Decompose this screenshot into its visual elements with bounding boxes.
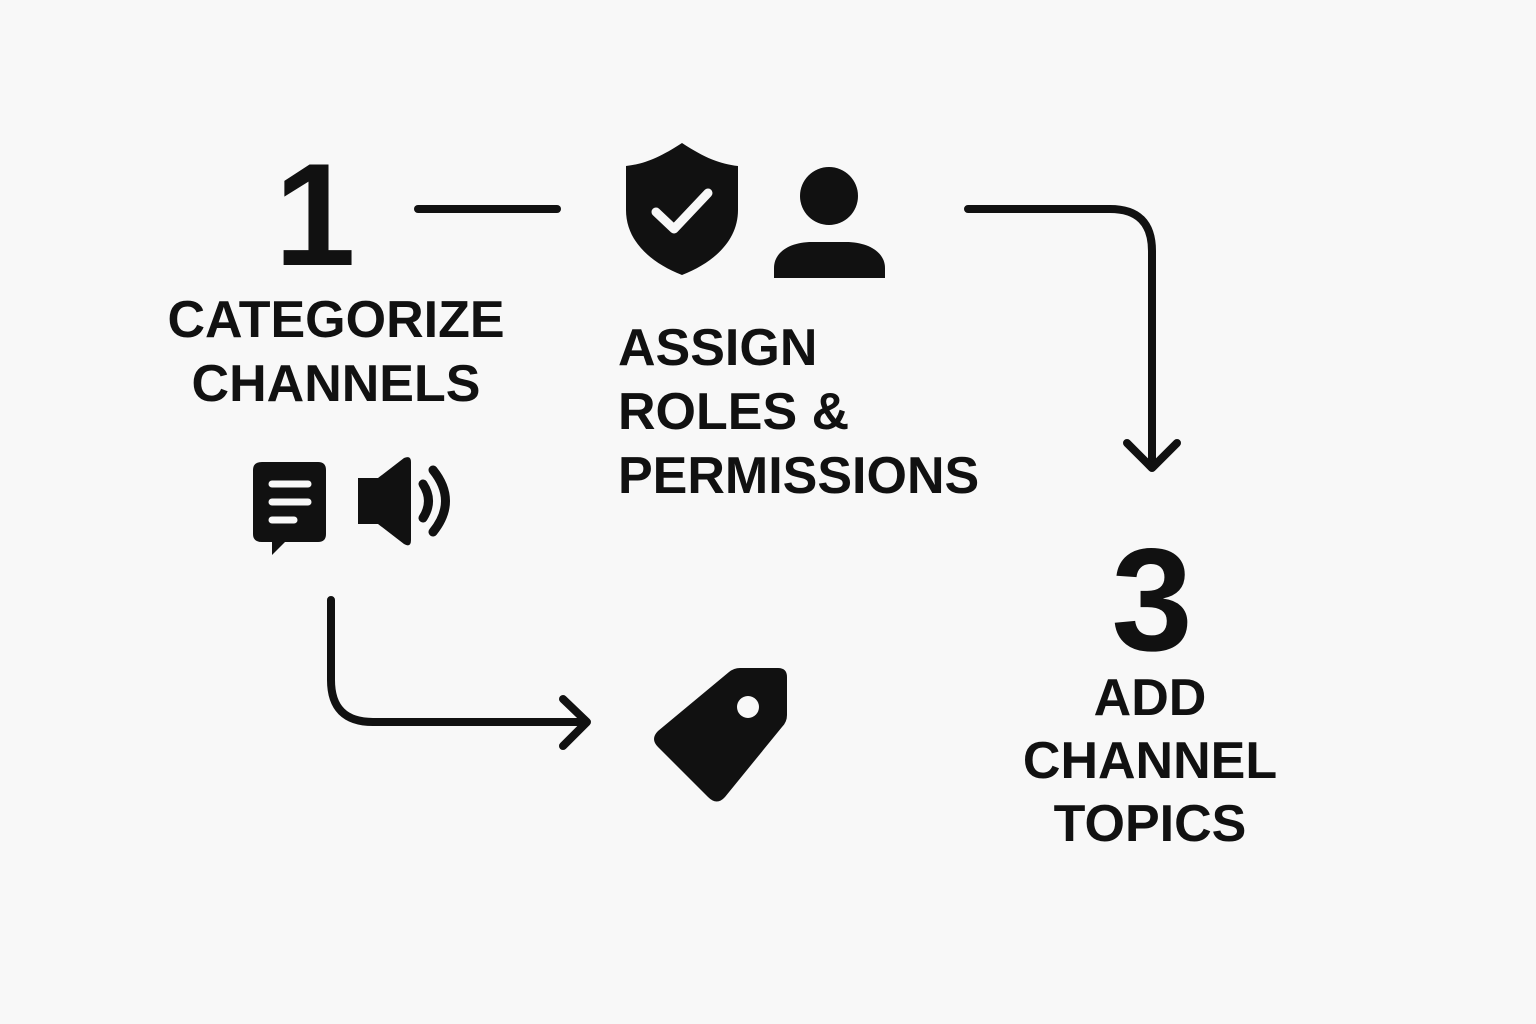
tag-icon — [654, 668, 787, 802]
step-3-label-line-2: CHANNEL — [1022, 732, 1278, 790]
step-1-label-line-2: CHANNELS — [191, 355, 481, 413]
user-icon — [774, 167, 885, 278]
chat-icon — [253, 462, 326, 555]
step-2-label-line-2: ROLES & — [618, 383, 850, 441]
arrow-2-to-3 — [964, 205, 1156, 470]
arrow-1-to-tag — [327, 596, 590, 726]
arrowhead-down — [1123, 439, 1181, 472]
step-3-label-line-3: TOPICS — [1053, 795, 1247, 853]
step-1-label-line-1: CATEGORIZE — [167, 291, 505, 349]
step-3-label-line-1: ADD — [1093, 669, 1207, 727]
shield-check-icon — [626, 143, 738, 275]
step-1-number: 1 — [274, 133, 356, 296]
step-2-label-line-1: ASSIGN — [618, 319, 818, 377]
arrowhead-right — [559, 695, 591, 750]
step-3-number: 3 — [1111, 518, 1193, 681]
speaker-icon — [358, 457, 450, 546]
step-2-label-line-3: PERMISSIONS — [618, 447, 980, 505]
